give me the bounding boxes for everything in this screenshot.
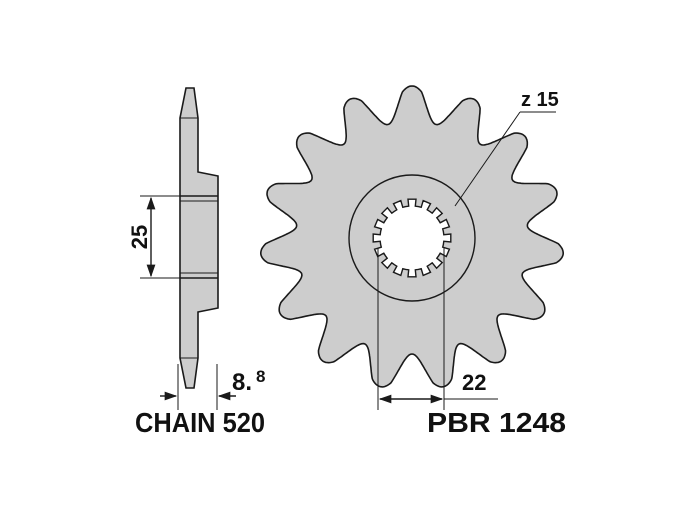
thickness-label: 8. bbox=[232, 369, 252, 396]
thickness-label-superscript: 8 bbox=[256, 367, 265, 386]
teeth-count-label: z 15 bbox=[521, 89, 559, 111]
spline-width-label: 22 bbox=[462, 370, 486, 395]
side-view-profile bbox=[179, 87, 219, 389]
hub-circle bbox=[348, 174, 476, 302]
hub-height-label: 25 bbox=[127, 225, 152, 249]
part-number-label: PBR 1248 bbox=[427, 407, 566, 438]
side-view: 25 8. 8 bbox=[127, 87, 265, 410]
spline-bore bbox=[372, 198, 452, 278]
chain-size-label: CHAIN 520 bbox=[135, 407, 265, 438]
front-view: z 15 22 bbox=[260, 85, 564, 410]
teeth-leader-line bbox=[454, 111, 521, 207]
